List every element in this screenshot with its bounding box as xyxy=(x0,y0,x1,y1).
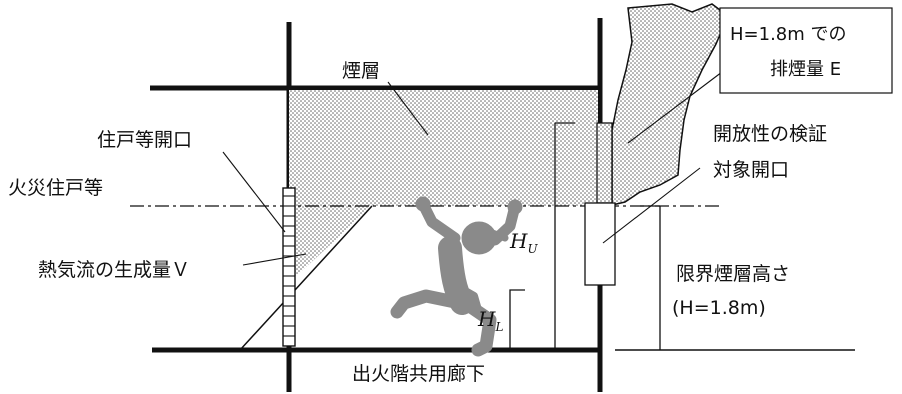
smoke-layer-label: 煙層 xyxy=(342,60,380,82)
hu-label: HU xyxy=(509,229,538,256)
limit-height-label-line1: 限界煙層高さ xyxy=(676,263,790,285)
verify-label-line2: 対象開口 xyxy=(713,159,789,181)
leader-unit-opening xyxy=(222,151,286,233)
exhaust-label-line2: 排煙量 E xyxy=(770,59,841,80)
verify-label-line1: 開放性の検証 xyxy=(713,123,827,145)
leader-hot-air xyxy=(242,253,307,266)
leader-verify xyxy=(602,167,701,244)
hot-air-plume-line xyxy=(239,205,373,351)
limit-height-label-line2: (H=1.8m) xyxy=(672,297,766,319)
exhaust-label-line1: H=1.8m での xyxy=(730,24,847,45)
unit-opening-label: 住戸等開口 xyxy=(97,129,192,151)
person-figure xyxy=(390,196,523,357)
hl-label: HL xyxy=(477,307,503,334)
smoke-layer-region xyxy=(289,90,598,283)
unit-opening-element xyxy=(282,187,296,347)
fire-unit-label: 火災住戸等 xyxy=(8,177,103,199)
leader-smoke-layer xyxy=(387,81,429,136)
hl-bracket xyxy=(509,289,525,348)
leader-exhaust xyxy=(627,71,723,144)
upper-opening-box xyxy=(596,122,613,204)
hot-air-volume-label: 熱気流の生成量Ｖ xyxy=(38,259,190,281)
exhaust-callout-box xyxy=(719,7,893,94)
verify-opening-box xyxy=(584,202,616,286)
corridor-label: 出火階共用廊下 xyxy=(352,363,485,385)
exterior-smoke-plume xyxy=(611,3,729,206)
